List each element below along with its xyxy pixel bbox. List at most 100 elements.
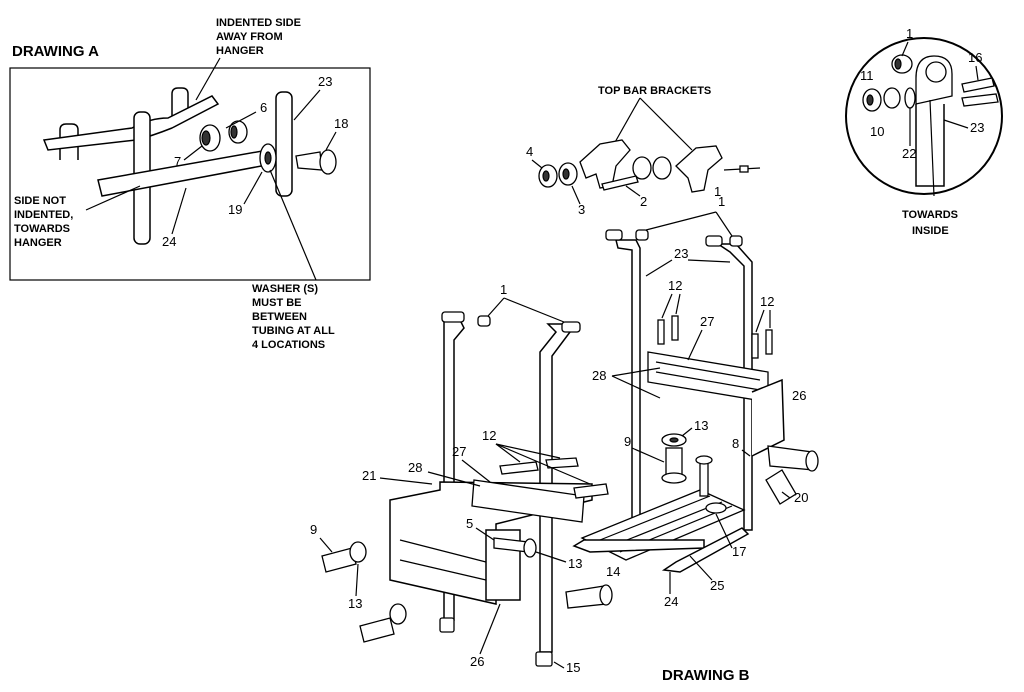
drawing-a-title: DRAWING A [12,43,99,60]
note-indented-2: AWAY FROM [216,31,283,43]
note-washer-2: MUST BE [252,297,302,309]
note-towards-2: INSIDE [912,225,949,237]
washer-lower-left [389,603,407,625]
detail-washer [904,87,916,109]
note-not-indented-1: SIDE NOT [14,195,66,207]
label-d-16: 16 [968,50,982,65]
detail-bushing-10 [883,87,901,109]
label-6: 6 [260,100,267,115]
label-d-11: 11 [860,68,874,83]
note-not-indented-4: HANGER [14,237,62,249]
note-washer-1: WASHER (S) [252,283,318,295]
bolt-12d [765,329,773,355]
note-indented-1: INDENTED SIDE [216,17,301,29]
left-cap-c [477,315,491,327]
right-frame: 1 23 12 12 27 28 26 13 9 8 20 [572,194,819,609]
label-b-27b: 27 [452,444,466,459]
washer-17 [705,502,727,514]
cap-b [635,229,649,241]
cap-c [705,235,723,247]
label-b-1: 1 [718,194,725,209]
label-b-9a: 9 [310,522,317,537]
label-b-28b: 28 [408,460,422,475]
label-b-13c: 13 [348,596,362,611]
washer-13-mid [523,538,537,558]
label-b-24: 24 [664,594,678,609]
label-b-14: 14 [606,564,620,579]
label-b-20: 20 [794,490,808,505]
detail-frame [845,37,1003,195]
lower-tube-24 [97,149,273,197]
label-d-23: 23 [970,120,984,135]
label-b-13b: 13 [568,556,582,571]
bushing-6 [228,120,248,144]
label-b-13a: 13 [694,418,708,433]
label-tb-3: 3 [578,202,585,217]
bolt-18 [295,151,323,171]
left-cap-b [561,321,581,333]
label-b-21: 21 [362,468,376,483]
label-b-12c: 12 [482,428,496,443]
bracket-left [579,139,631,189]
bushing-mid-b [652,156,672,180]
bolt-12b [671,315,679,341]
label-b-26b: 26 [470,654,484,669]
bushing-7 [199,124,221,152]
left-cap-a [441,311,465,323]
label-b-12a: 12 [668,278,682,293]
indented-tube [42,95,220,151]
label-b-5: 5 [466,516,473,531]
cap-d [729,235,743,247]
detail-bolt-16a [961,77,995,93]
label-d-1: 1 [906,26,913,41]
detail-tube-23 [915,104,945,187]
note-towards-1: TOWARDS [902,209,958,221]
label-d-10: 10 [870,124,884,139]
label-b-8: 8 [732,436,739,451]
drawing-b-title: DRAWING B [662,667,750,684]
label-tb-1: 1 [714,184,721,199]
bolt-12-left-b [545,457,579,469]
end-cap-20 [765,469,797,505]
vertical-tube-23 [275,91,293,197]
label-19: 19 [228,202,242,217]
seat-back-27-left [471,479,585,523]
top-bar-title: TOP BAR BRACKETS [598,85,711,97]
note-washer-3: BETWEEN [252,311,307,323]
note-washer-5: 4 LOCATIONS [252,339,325,351]
label-b-1b: 1 [500,282,507,297]
drawing-a: DRAWING A 6 7 18 19 23 24 [9,17,371,351]
cap-a [605,229,623,241]
bushing-mid-a [632,156,652,180]
bolt-8 [699,461,709,497]
note-not-indented-3: TOWARDS [14,223,70,235]
label-7: 7 [174,154,181,169]
label-18: 18 [334,116,348,131]
bolt-12a [657,319,665,345]
tube-24b [661,527,750,573]
bolt-12-left-a [499,461,539,475]
drawing-a-frame [9,67,371,281]
side-26 [751,378,785,457]
label-b-26a: 26 [792,388,806,403]
left-foot [439,617,455,633]
bolt-12c [751,333,759,359]
label-b-28a: 28 [592,368,606,383]
label-d-22: 22 [902,146,916,161]
bolt-lower-left [359,617,395,643]
tube-23-left [615,239,641,531]
note-indented-3: HANGER [216,45,264,57]
label-b-17: 17 [732,544,746,559]
drawing-b: DRAWING B [310,194,819,684]
washer-13-left [349,541,367,563]
label-tb-2: 2 [640,194,647,209]
bracket-right [675,145,723,193]
tube-24 [572,539,705,553]
label-b-9b: 9 [624,434,631,449]
label-tb-4: 4 [526,144,533,159]
label-b-12b: 12 [760,294,774,309]
label-24: 24 [162,234,176,249]
bolt-2 [601,175,639,191]
bolt-12-left-c [573,483,609,499]
